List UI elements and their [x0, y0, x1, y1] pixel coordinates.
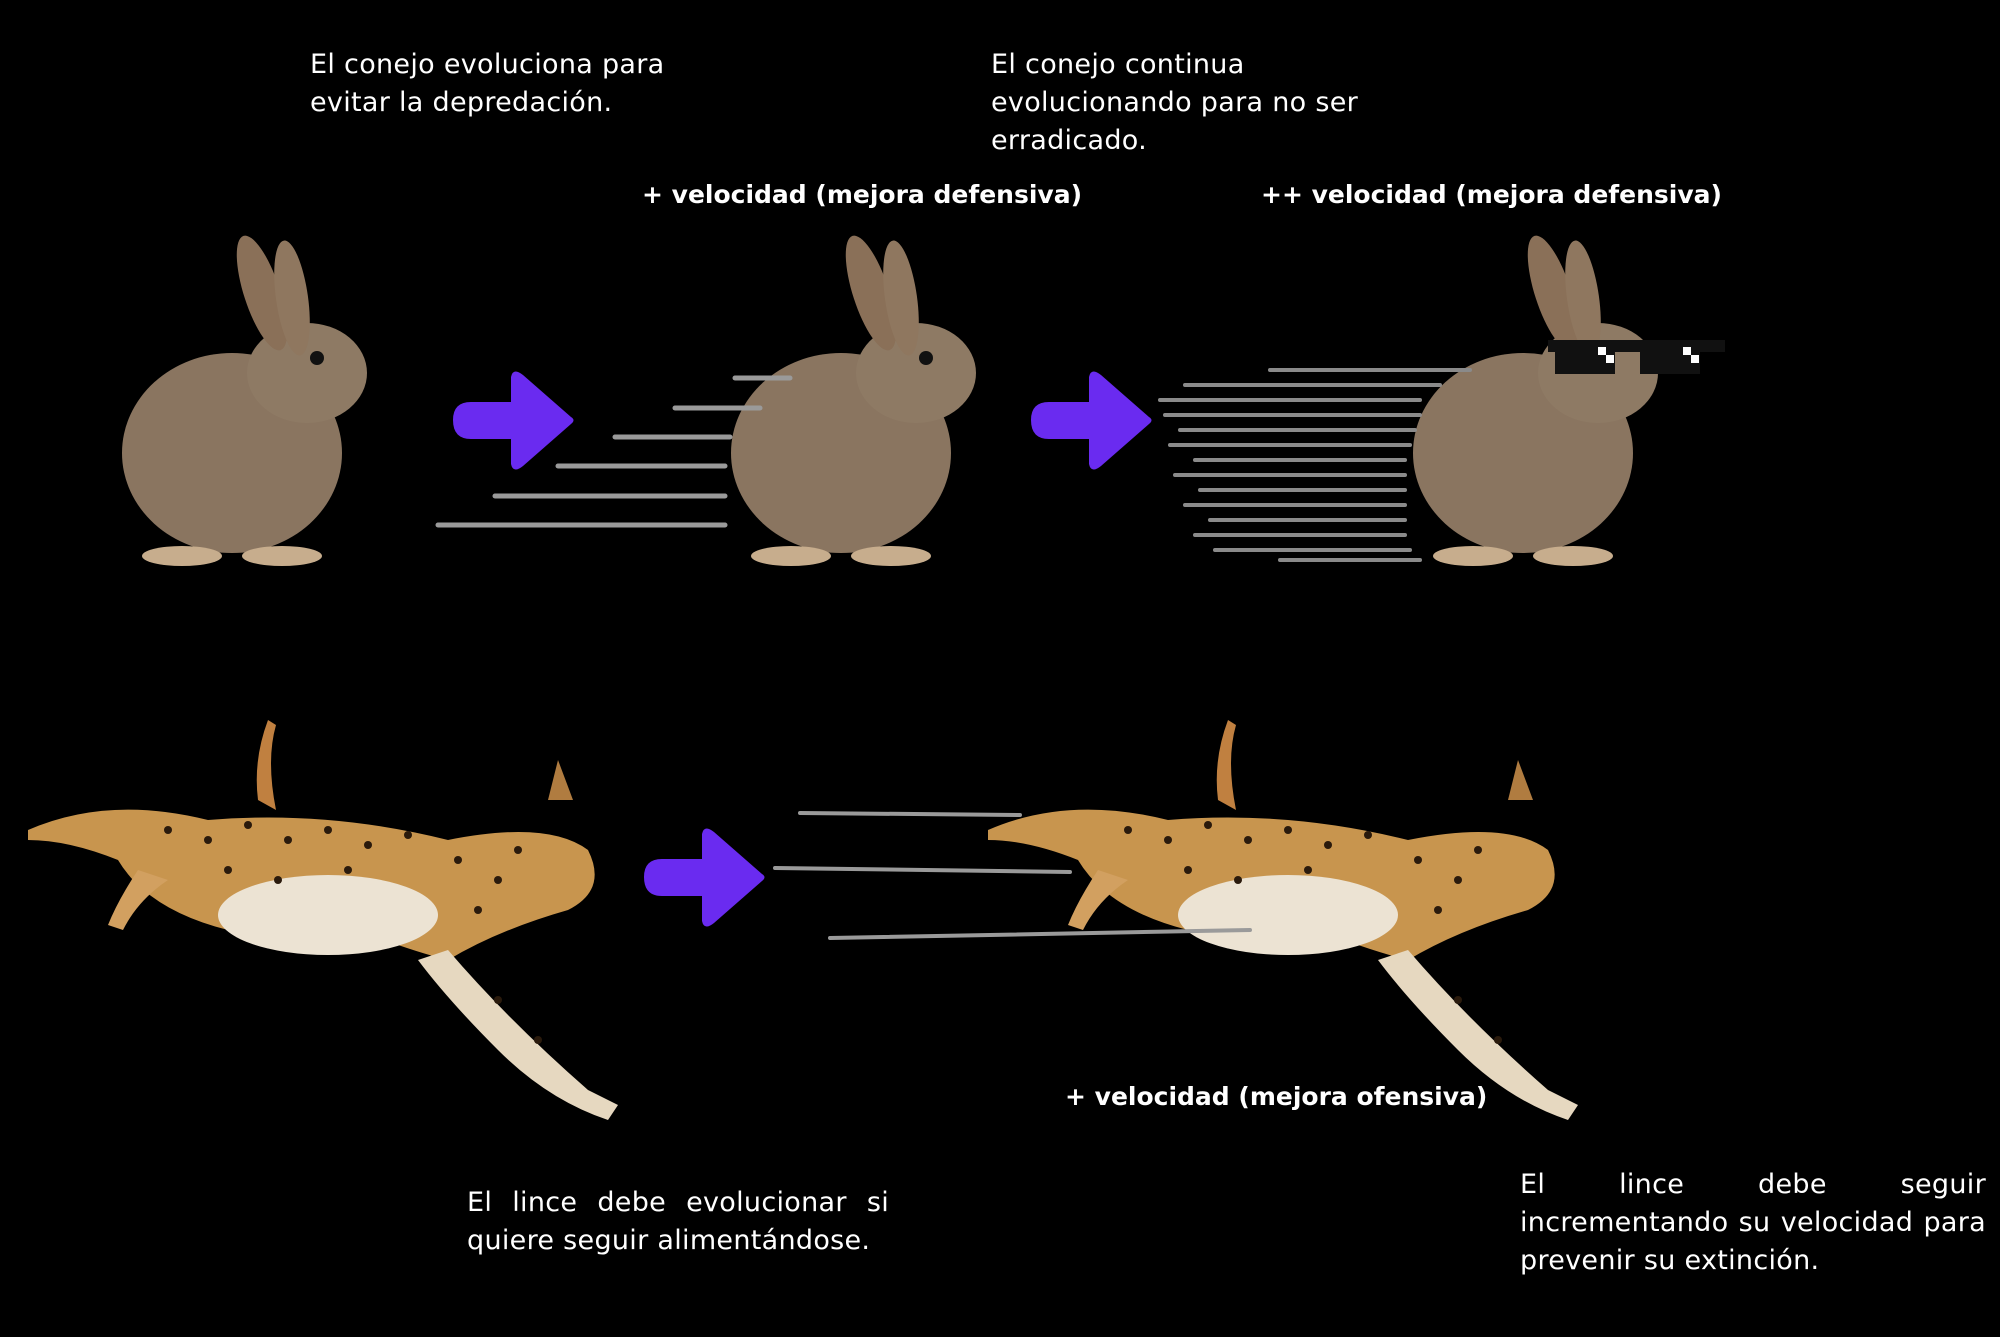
lynx-step1-text: El lince debe evolucionar si quiere segu…: [467, 1187, 889, 1256]
lynx-speed-label: + velocidad (mejora ofensiva): [1065, 1082, 1488, 1111]
rabbit-step2-text: El conejo continua evolucionando para no…: [991, 49, 1359, 156]
rabbit-original: [122, 230, 367, 566]
rabbit-fastest: [1413, 230, 1658, 566]
arrow-right-icon: [1031, 371, 1152, 470]
rabbit-step1-text: El conejo evoluciona para evitar la depr…: [310, 49, 665, 118]
speed-lines-lynx: [773, 811, 1252, 940]
speed-lines-rabbit-2: [435, 375, 793, 528]
lynx-step2-text: El lince debe seguir incrementando su ve…: [1520, 1169, 1986, 1276]
rabbit-speed-label-2: ++ velocidad (mejora defensiva): [1261, 180, 1722, 209]
speed-lines-rabbit-3: [1158, 368, 1472, 562]
arrow-right-icon: [644, 828, 765, 927]
rabbit-speed-label-1: + velocidad (mejora defensiva): [642, 180, 1083, 209]
lynx-original: [28, 720, 618, 1120]
arrow-right-icon: [453, 371, 574, 470]
lynx-faster: [988, 720, 1578, 1120]
rabbit-faster: [731, 230, 976, 566]
pixel-sunglasses-icon: [1548, 340, 1725, 374]
